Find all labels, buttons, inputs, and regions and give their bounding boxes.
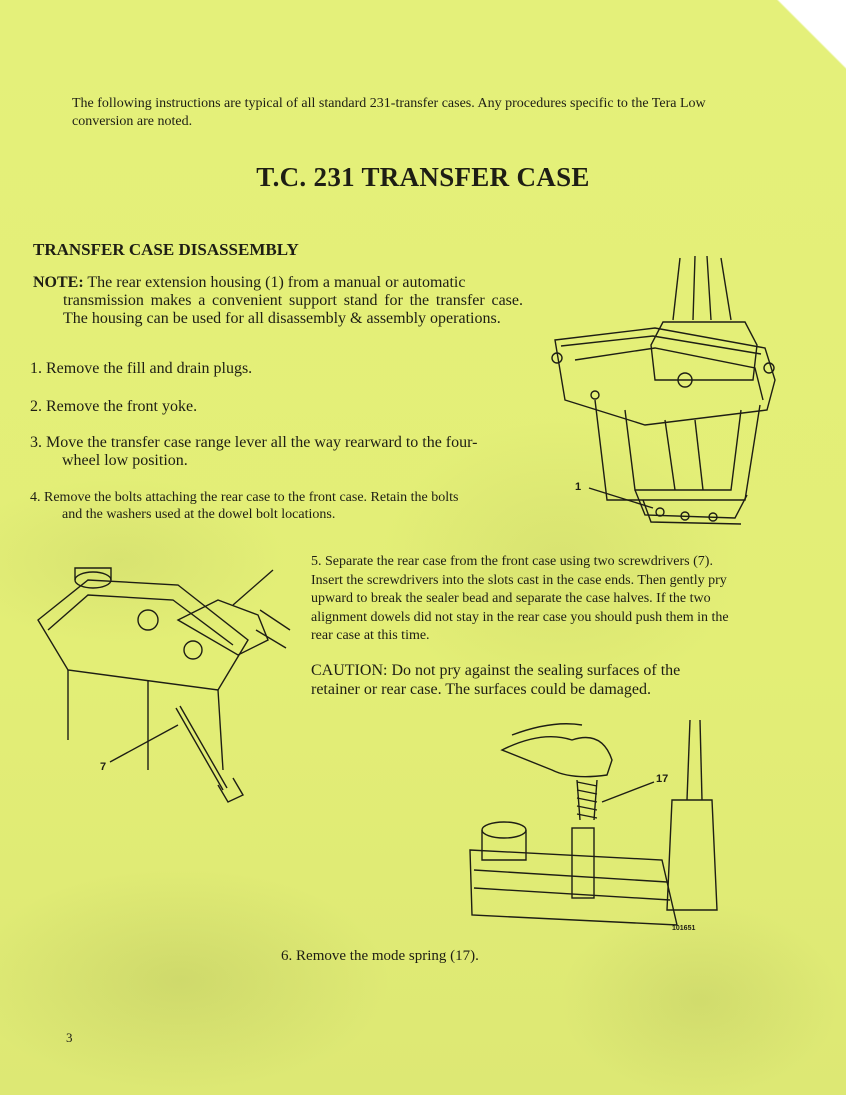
fig3-code-label: 101651 [672, 925, 695, 932]
note-continuation: transmission makes a convenient support … [63, 292, 523, 327]
step-1: 1. Remove the fill and drain plugs. [30, 360, 253, 377]
fig1-callout-label: 1 [575, 481, 581, 493]
step-6: 6. Remove the mode spring (17). [281, 948, 479, 964]
step-4-line1: 4. Remove the bolts attaching the rear c… [30, 490, 459, 505]
mode-spring-illustration: 17 101651 [469, 719, 718, 932]
step-4: 4. Remove the bolts attaching the rear c… [30, 489, 530, 523]
case-pry-illustration: 7 [37, 567, 291, 803]
fig3-callout-label: 17 [656, 773, 668, 785]
page-title: T.C. 231 TRANSFER CASE [256, 162, 590, 192]
step-3-line2: wheel low position. [62, 452, 188, 469]
page-number: 3 [66, 1030, 73, 1045]
fig2-callout-label: 7 [100, 761, 106, 773]
step-5: 5. Separate the rear case from the front… [311, 554, 729, 643]
step-3-line1: 3. Move the transfer case range lever al… [30, 434, 478, 451]
folded-corner [726, 0, 846, 120]
transfer-case-illustration: 1 [551, 255, 776, 525]
note-line1: The rear extension housing (1) from a ma… [83, 274, 466, 291]
section-heading: TRANSFER CASE DISASSEMBLY [33, 240, 299, 259]
note-paragraph: NOTE: The rear extension housing (1) fro… [33, 274, 523, 328]
step-2: 2. Remove the front yoke. [30, 398, 198, 415]
note-label: NOTE: [33, 274, 84, 291]
intro-text: The following instructions are typical o… [72, 96, 706, 129]
caution-text: CAUTION: Do not pry against the sealing … [311, 662, 681, 698]
step-4-line2: and the washers used at the dowel bolt l… [62, 507, 336, 522]
figure-mode-spring-removal: 17 101651 [469, 719, 718, 932]
step-3: 3. Move the transfer case range lever al… [30, 434, 530, 470]
figure-screwdriver-pry: 7 [37, 567, 291, 803]
figure-transfer-case-on-housing: 1 [551, 255, 776, 525]
